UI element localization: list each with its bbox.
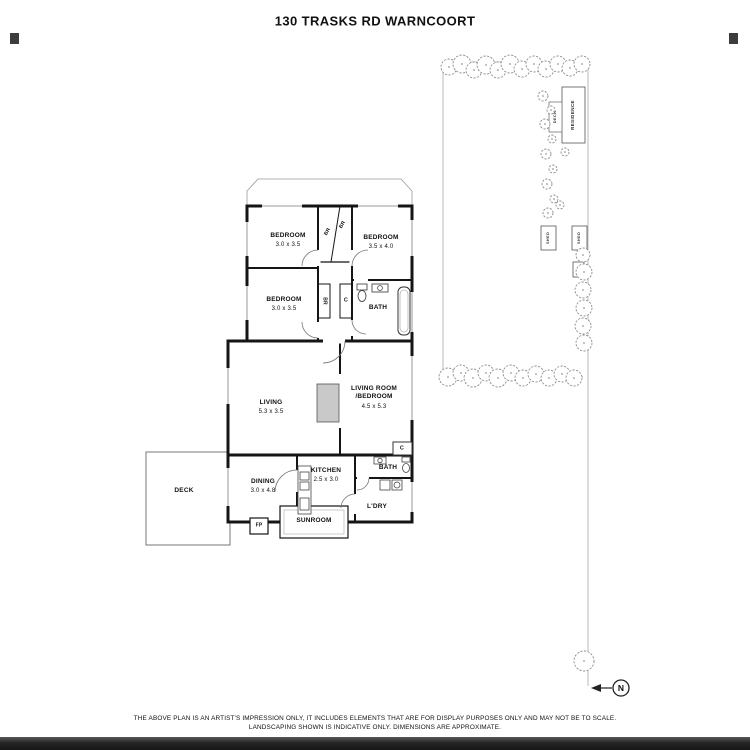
tree-center-dot bbox=[521, 68, 523, 70]
tree-center-dot bbox=[460, 372, 462, 374]
room-label-bedroom2: BEDROOM bbox=[363, 233, 399, 241]
tree-center-dot bbox=[544, 123, 546, 125]
tree-center-dot bbox=[553, 198, 555, 200]
robe3-label: BR bbox=[321, 297, 328, 305]
room-label-deck: DECK bbox=[174, 486, 194, 494]
tree-center-dot bbox=[545, 68, 547, 70]
bottom-bar bbox=[0, 737, 750, 750]
tree-center-dot bbox=[535, 373, 537, 375]
site-label-residence: RESIDENCE bbox=[569, 100, 575, 130]
room-label-bath-upper: BATH bbox=[368, 303, 388, 311]
page-title: 130 TRASKS RD WARNCOORT bbox=[274, 13, 476, 29]
room-label-sunroom: SUNROOM bbox=[296, 516, 332, 524]
tree-center-dot bbox=[550, 109, 552, 111]
kitchen-fixtures bbox=[297, 465, 312, 515]
cupboard-lower-label: C bbox=[399, 445, 405, 452]
tree-center-dot bbox=[497, 377, 499, 379]
tree-center-dot bbox=[582, 289, 584, 291]
fireplace-block bbox=[316, 383, 340, 423]
room-dims-livingroom: 4.5 x 5.3 bbox=[361, 404, 387, 410]
tree-center-dot bbox=[522, 377, 524, 379]
room-dims-bedroom2: 3.5 x 4.0 bbox=[368, 244, 394, 250]
site-label-shed1: SHED bbox=[545, 231, 550, 245]
corner-mark-right bbox=[729, 33, 738, 44]
laundry-fixtures bbox=[379, 479, 403, 491]
cupboard-lower-outline bbox=[392, 441, 413, 456]
room-dims-bedroom1: 3.0 x 3.5 bbox=[275, 242, 301, 248]
north-arrow-icon bbox=[591, 679, 630, 697]
room-label-kitchen: KITCHEN bbox=[310, 466, 342, 474]
tree-center-dot bbox=[461, 63, 463, 65]
tree-center-dot bbox=[533, 63, 535, 65]
room-dims-living: 5.3 x 3.5 bbox=[258, 409, 284, 415]
bath-lower-fixtures bbox=[373, 456, 411, 473]
tree-center-dot bbox=[485, 372, 487, 374]
tree-center-dot bbox=[583, 307, 585, 309]
site-label-shed2: SHED bbox=[576, 231, 581, 245]
disclaimer-line2: LANDSCAPING SHOWN IS INDICATIVE ONLY. DI… bbox=[248, 723, 502, 731]
north-label: N bbox=[617, 682, 625, 693]
room-label-living: LIVING bbox=[259, 398, 283, 406]
porch-outline bbox=[246, 178, 413, 206]
room-label-bath-lower: BATH bbox=[378, 463, 398, 471]
window-lines bbox=[227, 205, 413, 512]
tree-center-dot bbox=[509, 63, 511, 65]
tree-center-dot bbox=[545, 153, 547, 155]
tree-center-dot bbox=[557, 63, 559, 65]
tree-center-dot bbox=[583, 660, 585, 662]
cupboard-upper-label: C bbox=[343, 297, 349, 304]
room-label-livingroom-line2: /BEDROOM bbox=[355, 392, 393, 400]
deck-outline bbox=[145, 451, 231, 546]
tree-center-dot bbox=[573, 377, 575, 379]
tree-center-dot bbox=[582, 325, 584, 327]
tree-center-dot bbox=[548, 377, 550, 379]
tree-center-dot bbox=[547, 212, 549, 214]
tree-icons bbox=[438, 54, 595, 672]
room-label-dining: DINING bbox=[251, 477, 275, 485]
tree-center-dot bbox=[564, 151, 566, 153]
fireplace-label: FP bbox=[255, 522, 263, 529]
tree-center-dot bbox=[473, 69, 475, 71]
robe-walls bbox=[317, 205, 353, 319]
tree-center-dot bbox=[447, 376, 449, 378]
bath-fixtures bbox=[356, 283, 411, 336]
room-label-livingroom-line1: LIVING ROOM bbox=[351, 384, 397, 392]
tree-center-dot bbox=[559, 204, 561, 206]
door-arcs bbox=[274, 249, 370, 509]
site-label-deck: DECK bbox=[552, 110, 557, 124]
tree-center-dot bbox=[583, 342, 585, 344]
disclaimer-line1: THE ABOVE PLAN IS AN ARTIST'S IMPRESSION… bbox=[133, 714, 617, 722]
tree-center-dot bbox=[497, 69, 499, 71]
sunroom-window-band bbox=[283, 509, 345, 535]
room-label-bedroom1: BEDROOM bbox=[270, 231, 306, 239]
corner-mark-left bbox=[10, 33, 19, 44]
tree-center-dot bbox=[546, 183, 548, 185]
tree-center-dot bbox=[551, 138, 553, 140]
room-dims-kitchen: 2.5 x 3.0 bbox=[313, 477, 339, 483]
tree-center-dot bbox=[510, 372, 512, 374]
tree-center-dot bbox=[569, 67, 571, 69]
sunroom-outline bbox=[279, 505, 349, 539]
tree-center-dot bbox=[561, 373, 563, 375]
tree-center-dot bbox=[472, 377, 474, 379]
room-dims-dining: 3.0 x 4.8 bbox=[250, 488, 276, 494]
tree-center-dot bbox=[542, 95, 544, 97]
tree-center-dot bbox=[485, 64, 487, 66]
room-label-laundry: L'DRY bbox=[367, 502, 387, 510]
room-dims-bedroom3: 3.0 x 3.5 bbox=[271, 306, 297, 312]
fireplace-nib bbox=[249, 517, 269, 535]
tree-center-dot bbox=[448, 66, 450, 68]
tree-center-dot bbox=[581, 63, 583, 65]
tree-center-dot bbox=[583, 271, 585, 273]
tree-center-dot bbox=[582, 254, 584, 256]
tree-center-dot bbox=[552, 168, 554, 170]
site-shed1-outline bbox=[540, 225, 557, 251]
room-label-bedroom3: BEDROOM bbox=[266, 295, 302, 303]
